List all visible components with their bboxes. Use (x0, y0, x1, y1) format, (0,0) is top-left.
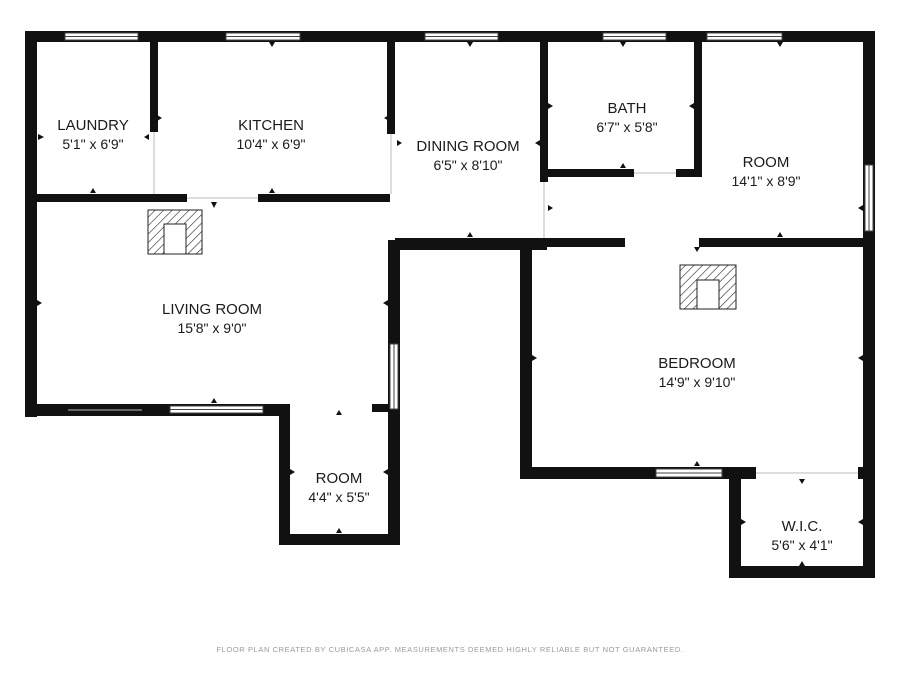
room-bath: BATH 6'7" x 5'8" (596, 100, 657, 135)
room-dimensions: 6'5" x 8'10" (434, 157, 503, 173)
room-dimensions: 15'8" x 9'0" (178, 320, 247, 336)
room-dimensions: 14'1" x 8'9" (732, 173, 801, 189)
room-name: BEDROOM (658, 355, 736, 372)
room-room-s: ROOM 4'4" x 5'5" (308, 470, 369, 505)
room-room-ne: ROOM 14'1" x 8'9" (732, 154, 801, 189)
room-name: W.I.C. (782, 518, 823, 535)
room-dimensions: 10'4" x 6'9" (237, 136, 306, 152)
room-name: ROOM (316, 470, 363, 487)
room-name: BATH (608, 100, 647, 117)
room-bedroom: BEDROOM 14'9" x 9'10" (658, 355, 736, 390)
room-dining: DINING ROOM 6'5" x 8'10" (416, 138, 519, 173)
room-name: DINING ROOM (416, 138, 519, 155)
disclaimer-footer: FLOOR PLAN CREATED BY CUBICASA APP. MEAS… (216, 645, 684, 654)
room-kitchen: KITCHEN 10'4" x 6'9" (237, 117, 306, 152)
room-living: LIVING ROOM 15'8" x 9'0" (162, 301, 262, 336)
room-name: ROOM (743, 154, 790, 171)
room-name: KITCHEN (238, 117, 304, 134)
openings (68, 132, 858, 474)
room-wic: W.I.C. 5'6" x 4'1" (771, 518, 832, 553)
room-dimensions: 4'4" x 5'5" (308, 489, 369, 505)
windows (64, 32, 874, 478)
room-dimensions: 5'1" x 6'9" (62, 136, 123, 152)
fireplace-bedroom-icon (679, 264, 737, 310)
fireplace-living-icon (147, 209, 203, 255)
walls (25, 31, 875, 578)
room-name: LAUNDRY (57, 117, 128, 134)
room-name: LIVING ROOM (162, 301, 262, 318)
dimension-ticks (37, 42, 863, 566)
room-dimensions: 5'6" x 4'1" (771, 537, 832, 553)
window-midlines (65, 36, 870, 474)
room-laundry: LAUNDRY 5'1" x 6'9" (57, 117, 128, 152)
room-dimensions: 6'7" x 5'8" (596, 119, 657, 135)
room-dimensions: 14'9" x 9'10" (659, 374, 736, 390)
